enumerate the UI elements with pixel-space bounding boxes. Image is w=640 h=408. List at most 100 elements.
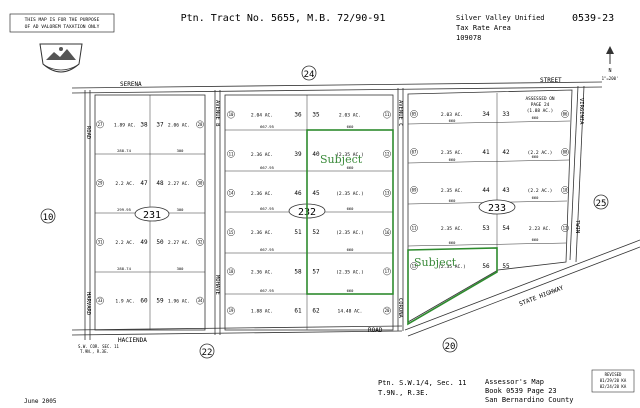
dimension-label: 300 [177,207,185,212]
lot-number-circle [383,267,391,276]
parcel-number: 52 [312,229,320,236]
lot-number-circle [561,148,569,156]
dimension-label: 660 [532,195,540,200]
section-line2: T.9N., R.3E. [378,389,429,397]
dimension-label: 660 [532,115,540,120]
parcel-number: 35 [312,112,320,119]
lot-number-circle [383,110,391,119]
street-harvard: HARVARD [85,292,91,315]
dimension-label: 660 [347,206,355,211]
sheet-ref-bottom-mid-circle [442,337,458,353]
street-serena: SERENA [120,81,142,88]
parcel-acreage: 2.06 AC. [168,122,190,128]
revised-title: REVISED [605,372,622,377]
dimension-label: 660 [347,288,355,293]
street-avenue-b: AVENUE B [214,100,220,127]
subject-parcel-center [306,129,394,295]
block-233-badge [478,199,516,215]
assessed-note-line1: ASSESSED ON [525,96,554,102]
lot-number-circle [383,189,391,197]
parcel-number: 40 [312,151,320,158]
parcel-acreage: 2.23 AC. [529,226,551,232]
lot-number: 12 [385,151,390,156]
notice-line1: THIS MAP IS FOR THE PURPOSE [25,17,100,23]
block-231-label: 231 [143,210,161,221]
lot-number-circle [96,296,104,305]
dimension-label: 660 [449,198,457,203]
lot-number: 16 [385,230,390,235]
parcel-acreage: 2.03 AC. [339,113,361,119]
parcel-acreage: 2.36 AC. [251,230,273,236]
parcel-acreage: 2.35 AC. [441,150,463,156]
lot-number: 18 [229,269,234,274]
dimension-label: 288.74 [117,148,131,153]
lot-number: 28 [198,122,203,127]
sheet-ref-bottom-left-circle [199,343,215,359]
parcel-number: 33 [502,111,510,118]
parcel-acreage: 2.36 AC. [251,152,273,158]
lot-number-circle [196,120,204,129]
parcel-acreage: 2.27 AC. [168,181,190,187]
parcel-number: 55 [502,263,510,270]
parcel-number: 34 [482,111,490,118]
notice-box [9,13,115,33]
lot-number: 07 [412,150,417,155]
lot-number: 06 [563,112,568,117]
parcel-acreage: 2.35 AC. [441,188,463,194]
lot-number: 12 [563,226,568,231]
north-arrow-icon [606,46,614,64]
dimension-label: 667.95 [260,206,274,211]
lot-number-circle [383,306,391,315]
sheet-ref-right-circle [593,194,609,210]
parcel-acreage: (2.2 AC.) [528,188,553,194]
sheet-ref-left-circle [40,208,56,224]
street-avenue-c: AVENUE C [397,100,403,127]
revised-entry-2: 02/24/20 KA [600,384,627,389]
parcel-number: 53 [482,225,490,232]
lot-number-circle [561,224,569,232]
lot-number-circle [96,238,104,246]
parcel-number: 36 [294,112,302,119]
parcel-number: 41 [482,149,490,156]
parcel-number: 58 [294,268,302,275]
lot-number: 11 [385,112,390,117]
street-right-a: VIRGINIA [578,98,584,125]
dimension-label: 300 [177,266,185,271]
county-seal-icon [39,43,83,73]
parcel-acreage: (2.35 AC.) [336,191,364,197]
dimension-label: 300 [177,148,185,153]
lot-number-circle [227,110,235,119]
sheet-ref-bottom-left: 22 [202,348,213,358]
lot-number: 11 [412,226,417,231]
dimension-label: 667.95 [260,247,274,252]
lot-number-circle [383,149,391,158]
lot-number: 08 [563,150,568,155]
corner-note-line1: S.W. COR. SEC. 11 [78,344,120,349]
dimension-label: 667.95 [260,288,274,293]
lot-number-circle [410,148,418,156]
lot-number-circle [96,179,104,187]
lot-number-circle [227,306,235,315]
lot-number-circle [96,120,104,129]
lot-number-circle [410,110,418,118]
parcel-number: 46 [294,190,302,197]
parcel-number: 50 [156,239,164,246]
lot-number: 30 [198,181,203,186]
parcel-acreage: 1.89 AC. [114,122,136,128]
street-corona: CORONA [397,298,403,319]
parcel-number: 54 [502,225,510,232]
subject-parcel-right [407,247,498,326]
lot-number: 09 [412,188,417,193]
parcel-number: 51 [294,229,302,236]
assessed-note-line2: PAGE 24 [531,102,550,108]
subject-label-right: Subject [414,256,457,269]
lot-number-circle [196,179,204,187]
parcel-number: 60 [140,298,148,305]
lot-number-circle [561,186,569,194]
lot-number: 34 [198,298,203,303]
dimension-label: 660 [449,118,457,123]
